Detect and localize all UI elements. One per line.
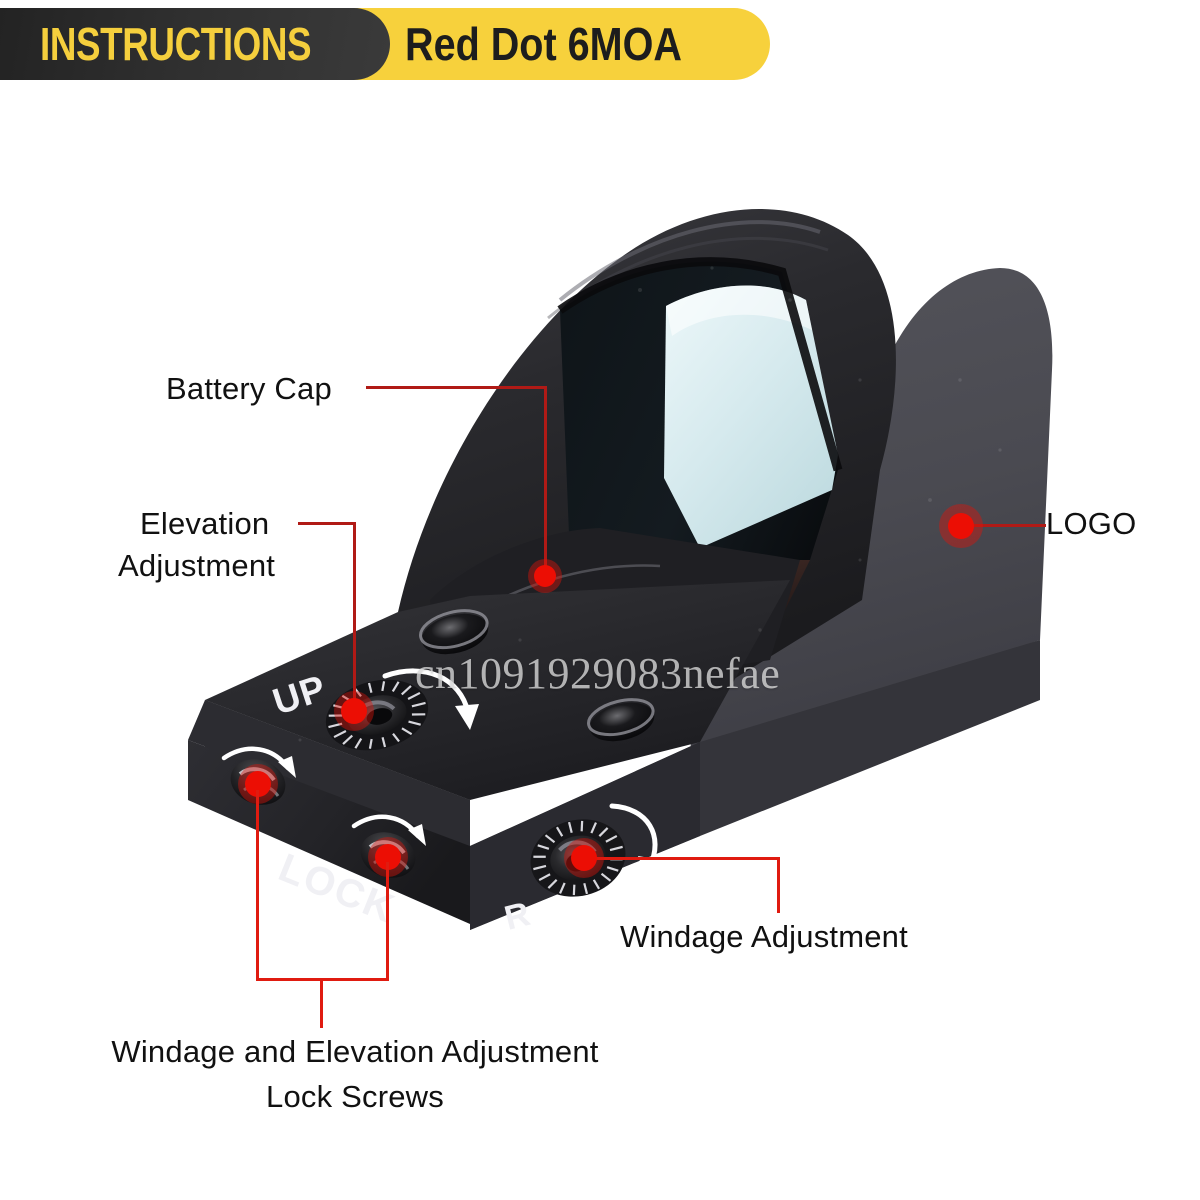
elevation-turret[interactable]: UP [268, 667, 479, 760]
callout-logo: LOGO [1046, 506, 1137, 541]
leader-lock-bracket-stem [320, 978, 323, 1028]
watermark-text: cn1091929083nefae [415, 649, 781, 698]
leader-windage-vertical [777, 857, 780, 913]
callout-battery-cap: Battery Cap [166, 371, 332, 406]
callout-elevation-adjustment-line1: Elevation [140, 506, 270, 541]
marker-windage-adjustment [564, 838, 604, 878]
leader-windage-horizontal [594, 857, 780, 860]
callout-lock-screws-line1: Windage and Elevation Adjustment [111, 1034, 599, 1069]
left-bevel [188, 700, 470, 846]
windage-rotation-arrow [609, 803, 658, 869]
marker-battery-cap [528, 559, 562, 593]
marker-elevation-adjustment [334, 691, 374, 731]
header-title: Red Dot 6MOA [405, 18, 682, 70]
callout-elevation-adjustment-line2: Adjustment [118, 548, 276, 583]
header-badge-background [0, 8, 390, 80]
lens-bezel [557, 257, 843, 472]
leader-logo-horizontal [962, 524, 1046, 527]
marker-logo [939, 504, 983, 548]
hood-texture [298, 266, 1002, 742]
callout-windage-adjustment: Windage Adjustment [620, 919, 908, 954]
lens-glass [664, 285, 838, 548]
lock-screw-lower[interactable] [351, 814, 426, 885]
callout-lock-screws-line2: Lock Screws [266, 1079, 444, 1114]
leader-elevation-vertical [353, 522, 356, 712]
leader-battery-cap-vertical [544, 386, 547, 576]
mounting-holes [419, 609, 655, 742]
windage-turret[interactable]: R [501, 803, 662, 938]
elevation-rotation-arrow [382, 668, 471, 715]
header-banner: INSTRUCTIONS Red Dot 6MOA [0, 8, 770, 80]
leader-lock-lower-vertical [386, 862, 389, 981]
leader-elevation-horizontal [298, 522, 356, 525]
leader-battery-cap-horizontal [366, 386, 546, 389]
lens-glare [666, 285, 812, 336]
leader-lock-upper-vertical [256, 790, 259, 981]
hood-top-highlight [558, 220, 821, 302]
header-badge-label: INSTRUCTIONS [40, 18, 312, 70]
